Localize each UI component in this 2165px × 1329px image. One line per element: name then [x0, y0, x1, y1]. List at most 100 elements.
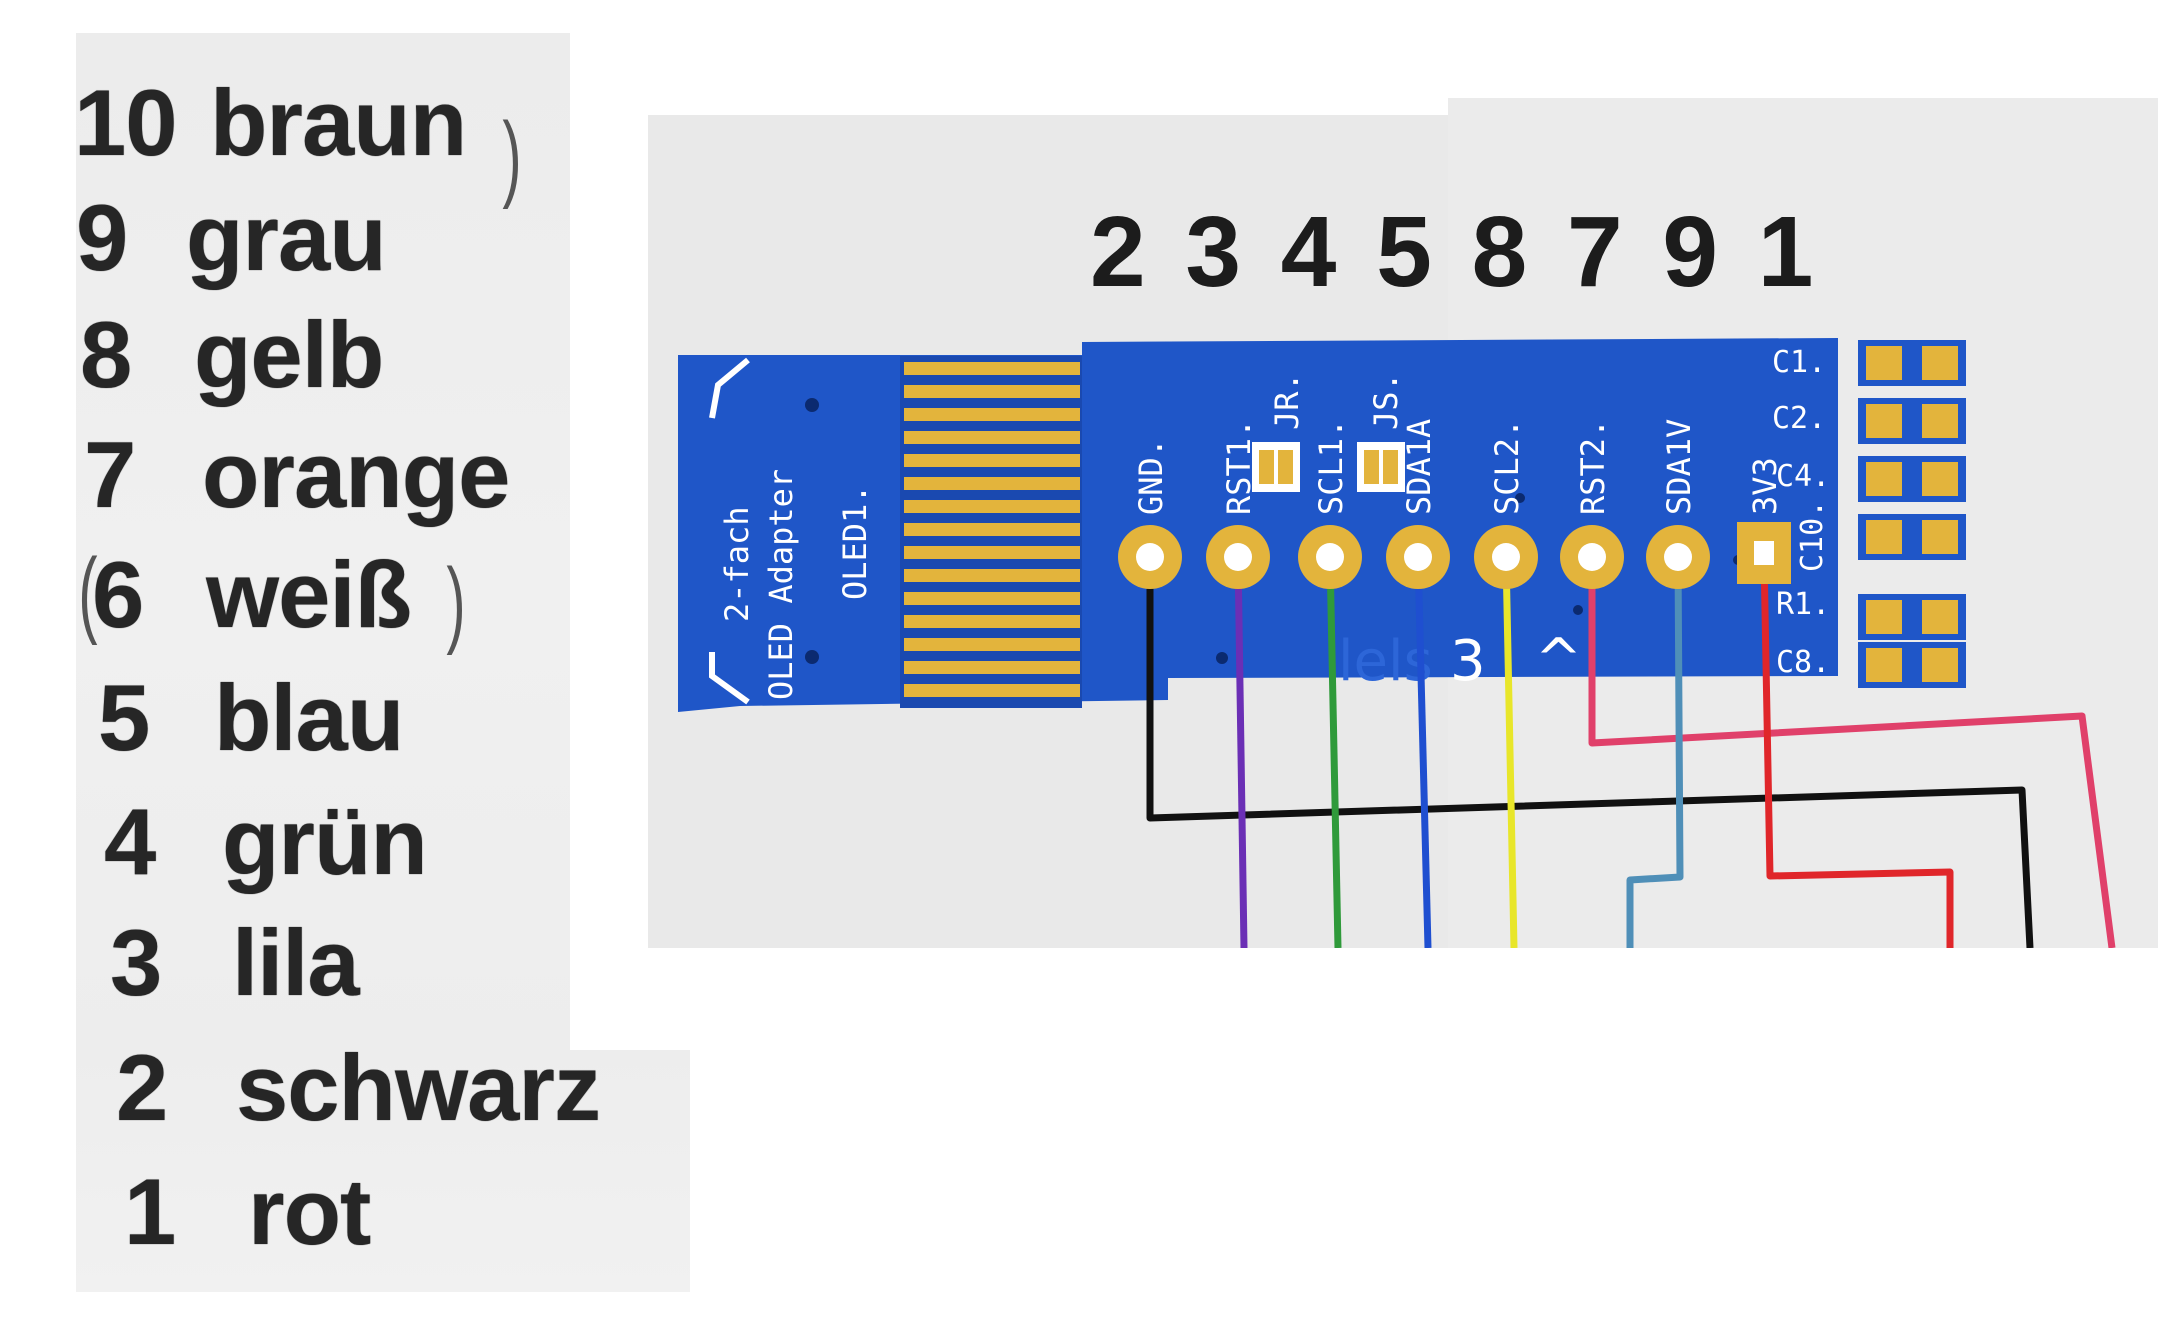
- legend-color-name: weiß: [206, 542, 412, 647]
- wire: [1146, 557, 2034, 948]
- component-label: R1.: [1776, 587, 1830, 622]
- component-labels: C1.C2.C4.C10.R1.C8.: [1772, 345, 1830, 680]
- pin-label: SDA1V: [1660, 419, 1698, 515]
- wire: [1588, 557, 2116, 948]
- legend-row-9: 9 grau: [76, 183, 387, 293]
- legend-bracket: ): [446, 549, 466, 656]
- component-pad: [1866, 346, 1902, 380]
- pin-pads: [1118, 522, 1791, 589]
- connector-finger: [904, 661, 1080, 674]
- legend-row-6: 6 weiß: [92, 540, 412, 650]
- legend-color-name: blau: [214, 665, 404, 770]
- component-pad: [1866, 648, 1902, 682]
- legend-row-2: 2 schwarz: [116, 1033, 601, 1143]
- pin-hole: [1224, 543, 1252, 571]
- legend-number: 5: [98, 665, 150, 770]
- component-pad: [1866, 462, 1902, 496]
- pin-label: 3V3: [1746, 457, 1784, 515]
- legend-color-name: gelb: [194, 302, 384, 407]
- component-pad: [1866, 600, 1902, 634]
- legend-color-name: orange: [202, 422, 510, 527]
- component-pad: [1922, 520, 1958, 554]
- legend-panel-bottom: [76, 1050, 690, 1292]
- legend-row-7: 7 orange: [84, 420, 510, 530]
- pin-hole: [1136, 543, 1164, 571]
- pin-label: SCL2.: [1488, 419, 1526, 515]
- wire: [1760, 556, 1954, 948]
- legend-color-name: braun: [210, 70, 467, 175]
- legend-bracket: ): [502, 103, 522, 210]
- component-pad: [1866, 404, 1902, 438]
- pin-hole: [1578, 543, 1606, 571]
- component-pad: [1922, 648, 1958, 682]
- wire: [1234, 556, 1248, 948]
- jumper-label-js: JS.: [1367, 372, 1405, 430]
- pin-hole: [1404, 543, 1432, 571]
- legend-color-name: lila: [232, 910, 360, 1015]
- legend-panel: [76, 33, 570, 1050]
- legend-number: 7: [84, 422, 136, 527]
- component-label: C2.: [1772, 401, 1826, 436]
- legend-number: 2: [116, 1035, 168, 1140]
- connector-finger: [904, 362, 1080, 375]
- pin-label: RST2.: [1574, 419, 1612, 515]
- connector-finger: [904, 500, 1080, 513]
- wire: [1626, 556, 1684, 948]
- component-label: C8.: [1776, 645, 1830, 680]
- legend-row-4: 4 grün: [104, 787, 428, 897]
- connector-finger: [904, 477, 1080, 490]
- legend-row-3: 3 lila: [110, 908, 360, 1018]
- legend-row-10: 10 braun: [74, 68, 467, 178]
- board-bottom-symbol: ^: [1535, 627, 1582, 692]
- wire: [1502, 556, 1518, 948]
- edge-connector: [900, 356, 1082, 708]
- component-label: C10.: [1795, 500, 1830, 572]
- legend-number: 3: [110, 910, 162, 1015]
- pin-order-header: 2 3 4 5 8 7 9 1: [1090, 196, 1819, 308]
- connector-finger: [904, 523, 1080, 536]
- component-pad: [1922, 600, 1958, 634]
- legend-row-1: 1 rot: [124, 1157, 371, 1267]
- pin-hole: [1664, 543, 1692, 571]
- legend-color-name: grün: [222, 789, 428, 894]
- board-title-line2: OLED Adapter: [762, 469, 800, 700]
- connector-finger: [904, 546, 1080, 559]
- legend-row-5: 5 blau: [98, 663, 404, 773]
- wire: [1326, 556, 1342, 948]
- legend-color-name: schwarz: [236, 1035, 601, 1140]
- jumper-label-jr: JR.: [1268, 372, 1306, 430]
- pin-hole: [1492, 543, 1520, 571]
- legend-number: 10: [74, 70, 178, 175]
- pin-label: SCL1.: [1312, 419, 1350, 515]
- pin-label: RST1.: [1220, 419, 1258, 515]
- legend-number: 1: [124, 1159, 176, 1264]
- pin-labels: GND. RST1. SCL1. SDA1A SCL2. RST2. SDA1V 3V3: [1132, 419, 1784, 515]
- connector-finger: [904, 569, 1080, 582]
- component-pad: [1866, 520, 1902, 554]
- pin-label: GND.: [1132, 438, 1170, 515]
- connector-finger: [904, 684, 1080, 697]
- legend-number: 4: [104, 789, 156, 894]
- connector-finger: [904, 454, 1080, 467]
- jumper-pads: JR. JS.: [1252, 372, 1405, 492]
- component-pad: [1922, 346, 1958, 380]
- connector-finger: [904, 385, 1080, 398]
- pin-hole: [1316, 543, 1344, 571]
- legend-number: 8: [80, 302, 132, 407]
- legend-color-name: grau: [186, 185, 387, 290]
- connector-finger: [904, 431, 1080, 444]
- wires: [1146, 556, 2116, 948]
- legend-row-8: 8 gelb: [80, 300, 384, 410]
- silkscreen-left: 2-fach OLED Adapter OLED1.: [709, 357, 874, 705]
- component-pad: [1922, 462, 1958, 496]
- component-pads: [1858, 340, 1966, 688]
- connector-finger: [904, 615, 1080, 628]
- connector-finger: [904, 592, 1080, 605]
- pin-hole: [1754, 541, 1774, 565]
- wire: [1414, 556, 1432, 948]
- component-label: C1.: [1772, 345, 1826, 380]
- diagram-photo-edge: [2158, 98, 2165, 948]
- pin-label: SDA1A: [1400, 419, 1438, 515]
- connector-label: OLED1.: [836, 484, 874, 600]
